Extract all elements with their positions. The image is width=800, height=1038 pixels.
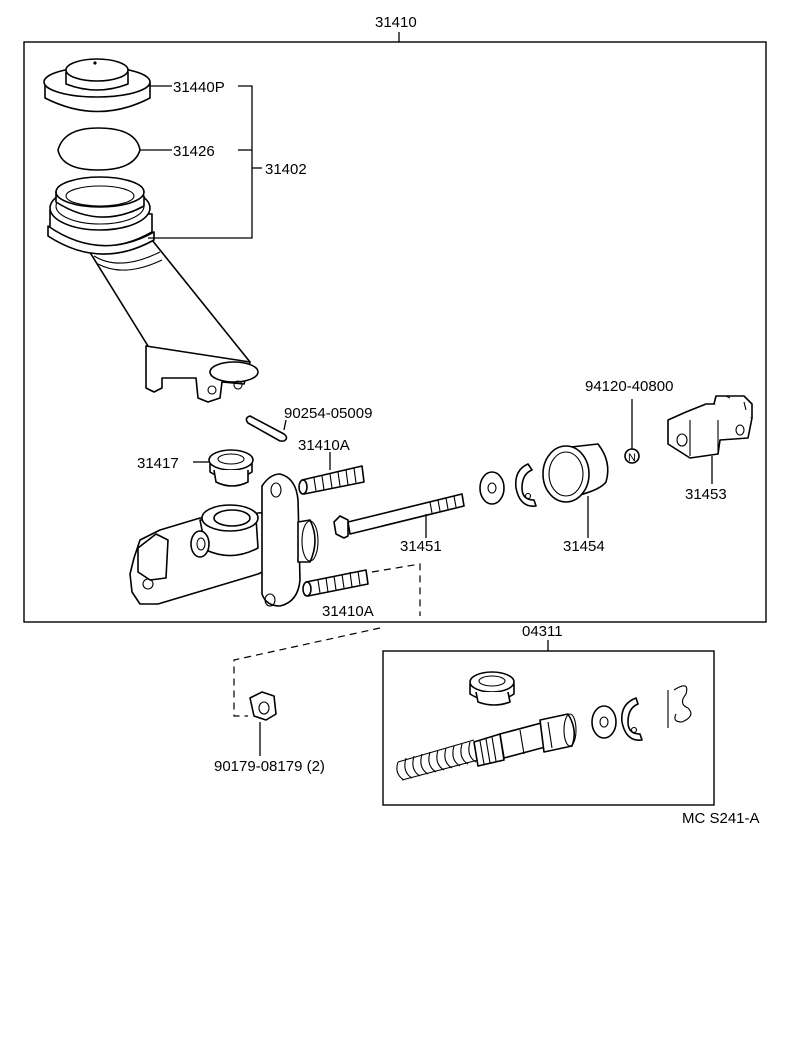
label-nut: 90179-08179 (2)	[214, 758, 325, 775]
clip-mark: N	[624, 448, 640, 464]
label-stud-bottom: 31410A	[322, 603, 374, 620]
kit-washer	[591, 705, 617, 739]
label-kit: 04311	[522, 623, 563, 640]
stud-bottom	[302, 569, 369, 597]
label-assembly: 31410	[375, 14, 417, 31]
label-reservoir: 31402	[265, 161, 307, 178]
stud-top	[298, 465, 365, 495]
pin	[245, 415, 288, 442]
boot	[542, 443, 609, 503]
kit-grommet	[469, 671, 515, 706]
grommet	[208, 449, 254, 487]
pushrod-bolt	[333, 493, 465, 539]
label-pushrod-bolt: 31451	[400, 538, 442, 555]
bracket	[667, 395, 753, 459]
master-cylinder-body	[129, 473, 319, 607]
reservoir-gasket	[57, 127, 141, 171]
snap-ring	[514, 463, 537, 507]
label-clip: 94120-40800	[585, 378, 673, 395]
label-grommet: 31417	[137, 455, 179, 472]
label-gasket: 31426	[173, 143, 215, 160]
new-part-icon: N	[628, 452, 636, 464]
label-stud-top: 31410A	[298, 437, 350, 454]
kit-piston	[396, 713, 577, 781]
kit-frame	[382, 640, 715, 806]
kit-snap-ring	[620, 697, 643, 741]
reservoir-body	[47, 176, 259, 403]
washer	[479, 471, 505, 505]
label-boot: 31454	[563, 538, 605, 555]
assembly-frame	[23, 32, 767, 623]
reservoir-cap	[43, 58, 151, 113]
label-cap: 31440P	[173, 79, 225, 96]
diagram-code: MC S241-A	[682, 810, 760, 827]
label-bracket: 31453	[685, 486, 727, 503]
nut	[249, 691, 277, 721]
label-pin: 90254-05009	[284, 405, 372, 422]
kit-clip	[667, 685, 692, 728]
